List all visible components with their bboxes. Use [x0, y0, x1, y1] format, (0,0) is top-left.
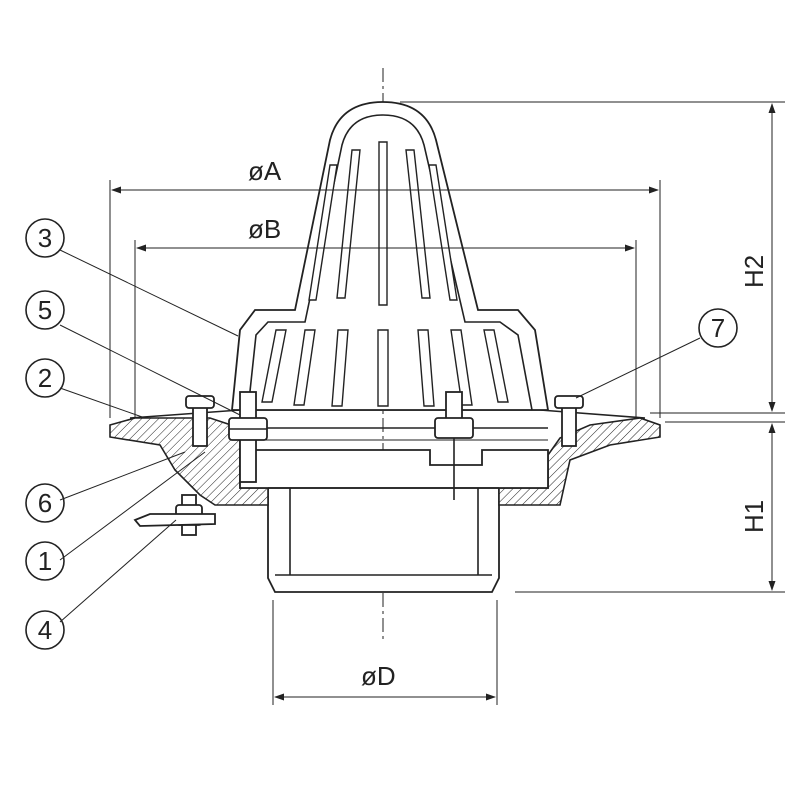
- dim-label-b: øB: [248, 214, 281, 244]
- stud-nut-center: [434, 391, 474, 500]
- callout-5: 5: [25, 290, 65, 330]
- svg-text:6: 6: [38, 488, 52, 518]
- callout-6: 6: [25, 483, 65, 523]
- underdeck-clamp: [133, 494, 216, 536]
- callout-leaders: [59, 249, 701, 623]
- dim-label-h1: H1: [739, 500, 769, 533]
- dome-strainer: [231, 101, 550, 411]
- callout-1: 1: [25, 541, 65, 581]
- dim-label-d: øD: [361, 661, 396, 691]
- callout-4: 4: [25, 610, 65, 650]
- dim-label-h2: H2: [739, 255, 769, 288]
- callout-2: 2: [25, 358, 65, 398]
- dim-label-a: øA: [248, 156, 282, 186]
- callout-7: 7: [698, 308, 738, 348]
- svg-text:5: 5: [38, 295, 52, 325]
- svg-text:7: 7: [711, 313, 725, 343]
- svg-text:1: 1: [38, 546, 52, 576]
- callout-3: 3: [25, 218, 65, 258]
- svg-text:4: 4: [38, 615, 52, 645]
- stud-nut-left: [228, 391, 268, 483]
- outlet-pipe: [267, 488, 500, 593]
- clamp-bolt-left: [185, 395, 215, 447]
- svg-text:2: 2: [38, 363, 52, 393]
- drain-body: [109, 409, 661, 506]
- dimension-lines: [111, 103, 776, 701]
- clamp-bolt-right: [554, 395, 584, 447]
- svg-text:3: 3: [38, 223, 52, 253]
- extension-lines: [109, 101, 785, 705]
